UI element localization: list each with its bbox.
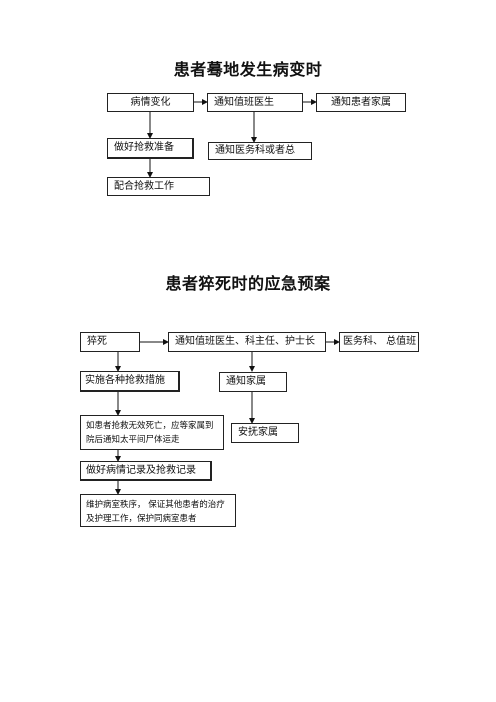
node-notify-admin: 通知医务科或者总 [208,142,312,160]
node-label: 维护病室秩序， 保证其他患者的治疗及护理工作，保护同病室患者 [86,500,225,524]
node-label: 通知患者家属 [331,96,391,108]
node-notify-relatives: 通知家属 [219,372,287,392]
node-notify-doctor: 通知值班医生 [207,93,303,112]
node-label: 通知值班医生 [214,96,274,108]
node-label: 安抚家属 [238,427,278,438]
node-notify-family: 通知患者家属 [316,93,406,112]
node-label: 通知医务科或者总 [215,145,295,156]
node-label: 病情变化 [130,96,171,108]
node-label: 做好抢救准备 [114,142,174,153]
node-label: 通知家属 [226,376,266,387]
node-comfort-family: 安抚家属 [231,423,299,443]
node-assist-rescue: 配合抢救工作 [107,177,210,196]
node-sudden-death: 猝死 [80,332,140,352]
node-prepare-rescue: 做好抢救准备 [107,138,194,159]
node-records: 做好病情记录及抢救记录 [80,461,212,481]
diagram1-title: 患者蓦地发生病变时 [173,60,323,79]
node-if-rescue-failed: 如患者抢救无效死亡，应等家属到院后通知太平间尸体运走 [80,415,224,450]
node-label: 医务科、 总值班 [343,336,417,347]
node-maintain-order: 维护病室秩序， 保证其他患者的治疗及护理工作，保护同病室患者 [80,494,236,527]
node-medical-dept: 医务科、 总值班 [339,332,419,352]
node-label: 如患者抢救无效死亡，应等家属到院后通知太平间尸体运走 [86,421,214,445]
node-label: 猝死 [87,336,107,347]
diagram2-title: 患者猝死时的应急预案 [165,274,331,293]
node-label: 实施各种抢救措施 [85,375,165,386]
node-condition-change: 病情变化 [107,93,194,112]
node-label: 配合抢救工作 [114,180,174,192]
node-rescue-measures: 实施各种抢救措施 [80,371,180,392]
node-notify-staff: 通知值班医生、科主任、护士长 [168,332,326,352]
node-label: 做好病情记录及抢救记录 [86,464,196,476]
node-label: 通知值班医生、科主任、护士长 [175,336,315,347]
